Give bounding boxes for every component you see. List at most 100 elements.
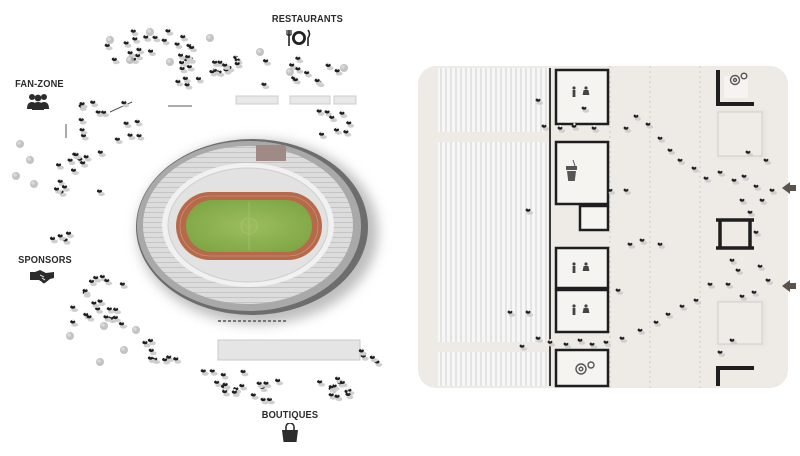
gate-frame — [716, 218, 754, 250]
person-figure — [260, 396, 269, 405]
person-figure — [162, 356, 171, 365]
person-figure — [95, 108, 104, 117]
person-figure — [369, 354, 378, 363]
person-figure — [147, 47, 156, 56]
entry-gates — [716, 70, 766, 386]
person-figure — [114, 135, 123, 144]
service-rooms — [554, 68, 610, 388]
tree-highlight — [107, 37, 111, 41]
person-figure — [747, 209, 756, 217]
person-figure — [152, 34, 161, 43]
person-figure — [541, 123, 550, 131]
person-figure — [113, 306, 122, 315]
seating-block-upper — [438, 68, 548, 132]
gate-turnstile-area — [717, 111, 763, 157]
person-figure — [679, 303, 688, 311]
person-figure — [130, 27, 139, 36]
person-figure — [70, 303, 79, 313]
person-figure — [295, 55, 304, 64]
gate-wall — [716, 366, 754, 386]
food-kiosk-room — [554, 140, 610, 206]
gate-tick — [283, 320, 286, 322]
person-figure — [97, 297, 106, 306]
person-figure — [83, 153, 92, 162]
person-figure — [182, 75, 191, 84]
seating-block-lower — [438, 352, 548, 386]
person-figure — [57, 232, 66, 241]
tree-highlight — [133, 327, 137, 331]
person-figure — [725, 281, 734, 289]
person-figure — [118, 320, 127, 329]
person-figure — [547, 339, 556, 347]
person-figure — [677, 157, 686, 165]
tree-highlight — [207, 35, 211, 39]
fan-zone-label: FAN-ZONE — [15, 78, 64, 90]
tree-highlight — [17, 141, 21, 145]
person-figure — [78, 116, 87, 125]
seating-block-main — [438, 142, 548, 342]
gate-tick — [278, 320, 281, 322]
tree-highlight — [167, 59, 171, 63]
crowd-figures — [49, 27, 383, 405]
person-figure — [334, 67, 343, 76]
person-figure — [95, 305, 104, 314]
person-figure — [220, 371, 229, 380]
storage-room — [578, 204, 610, 232]
person-figure — [753, 229, 762, 237]
person-figure — [759, 197, 768, 205]
gate-tick — [248, 320, 251, 322]
restaurant-counter — [235, 95, 279, 105]
tree-highlight — [257, 49, 261, 53]
person-figure — [657, 135, 666, 143]
person-figure — [665, 311, 674, 319]
person-figure — [639, 237, 648, 245]
person-figure — [161, 37, 170, 46]
person-figure — [557, 125, 566, 133]
person-figure — [535, 335, 544, 343]
person-figure — [134, 118, 143, 127]
pedestrian-figures — [507, 97, 778, 357]
person-figure — [339, 109, 348, 118]
person-figure — [93, 274, 102, 283]
person-figure — [603, 339, 612, 347]
person-figure — [731, 177, 740, 185]
gate-service-room — [724, 76, 748, 98]
gate-tick — [268, 320, 271, 322]
person-figure — [667, 147, 676, 155]
gate-wall — [716, 70, 754, 106]
tree-highlight — [341, 65, 345, 69]
person-figure — [250, 391, 259, 400]
boutique-strip — [217, 339, 361, 361]
person-figure — [234, 60, 243, 69]
restroom-room — [554, 68, 610, 126]
handshake-icon — [30, 268, 54, 289]
person-figure — [104, 42, 113, 51]
person-figure — [346, 119, 355, 128]
person-figure — [739, 293, 748, 301]
gate-tick — [243, 320, 246, 322]
person-figure — [209, 367, 218, 376]
person-figure — [739, 197, 748, 205]
person-figure — [765, 277, 774, 285]
person-figure — [173, 355, 182, 364]
tree-highlight — [31, 181, 35, 185]
person-figure — [101, 109, 110, 118]
person-figure — [103, 313, 112, 322]
person-figure — [211, 58, 220, 67]
person-figure — [53, 185, 62, 194]
restroom-room — [554, 246, 610, 290]
person-figure — [147, 354, 156, 363]
fan-zone-stage-line — [109, 101, 133, 113]
gear-icon — [575, 72, 748, 375]
person-figure — [328, 383, 337, 392]
person-figure — [261, 80, 270, 90]
person-figure — [581, 105, 590, 113]
gate-tick — [233, 320, 236, 322]
person-figure — [358, 347, 367, 356]
person-figure — [343, 128, 352, 137]
person-figure — [104, 277, 113, 286]
person-figure — [195, 75, 204, 84]
person-figure — [147, 337, 156, 346]
person-figure — [735, 267, 744, 275]
person-figure — [175, 78, 184, 87]
